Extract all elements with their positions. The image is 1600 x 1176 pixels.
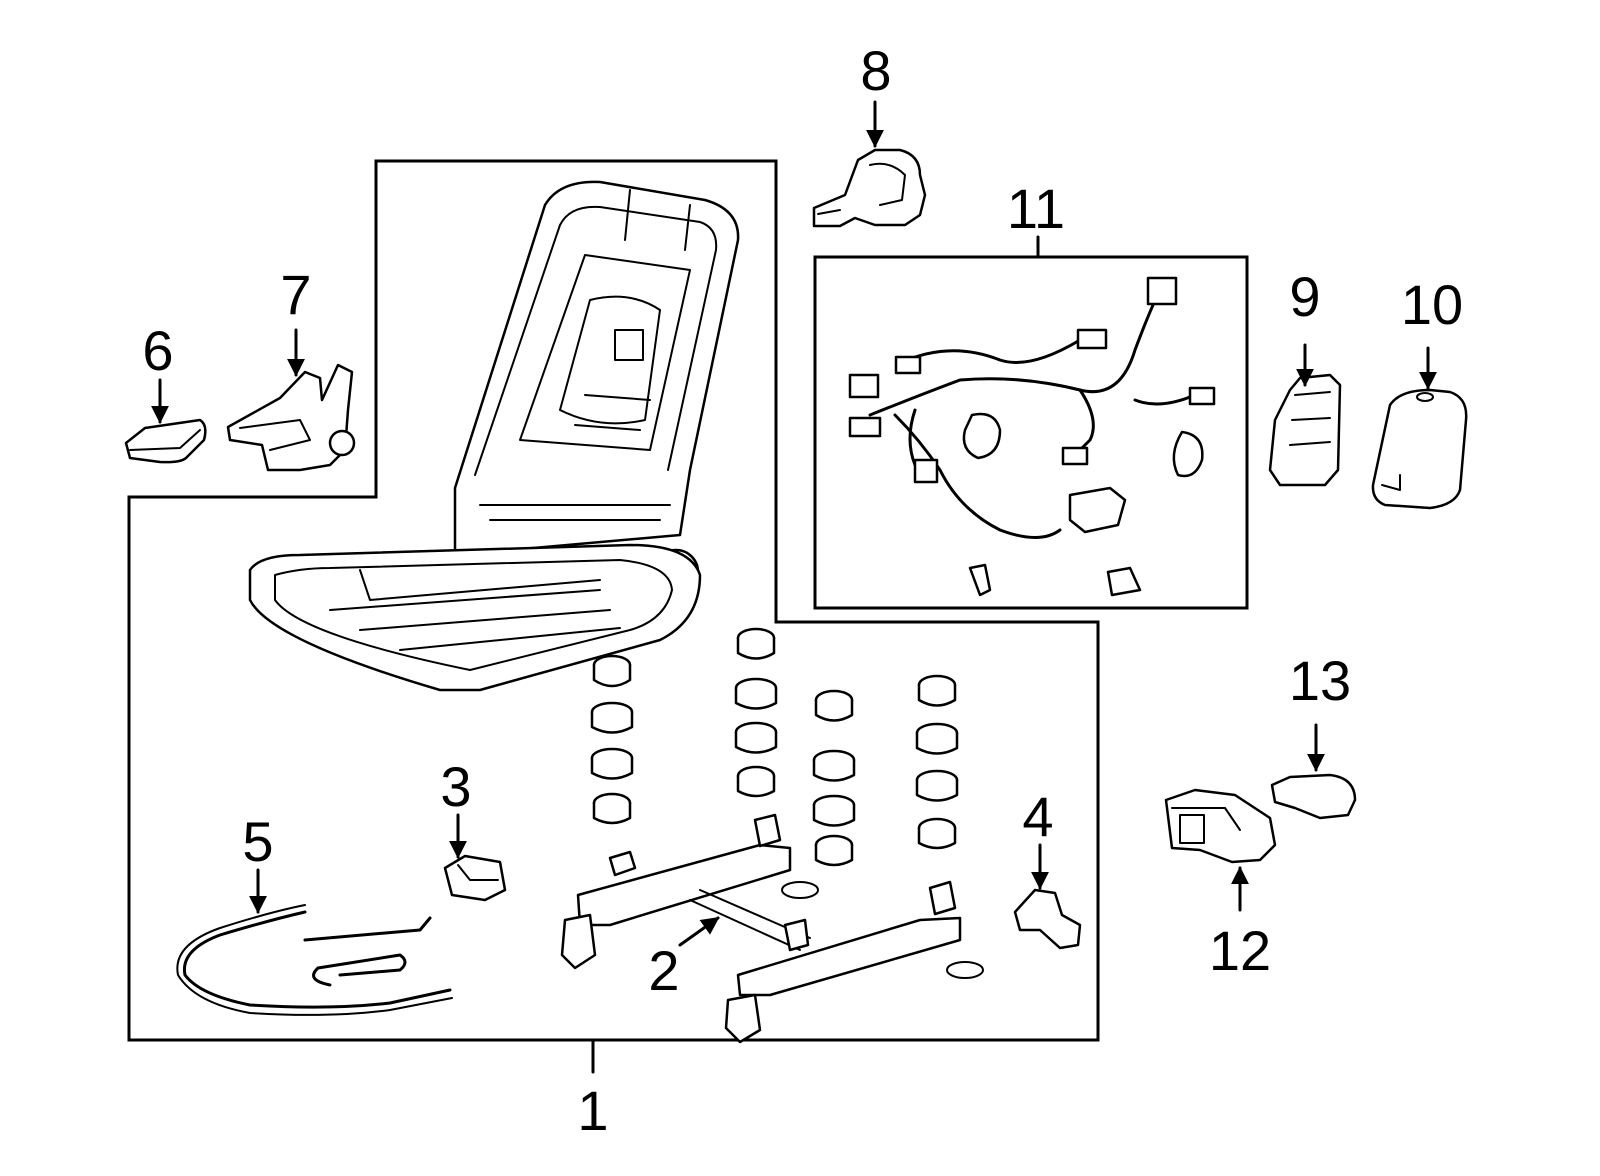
callout-4: 4	[1022, 785, 1053, 848]
part-9-switch	[1268, 373, 1342, 487]
part-6-cover	[124, 418, 207, 464]
part-13-cover	[1270, 773, 1357, 820]
callout-11: 11	[1007, 177, 1065, 240]
part-5-wire	[176, 904, 453, 1016]
leader-2	[678, 916, 720, 947]
callout-9: 9	[1289, 265, 1320, 328]
callout-6: 6	[142, 319, 173, 382]
group-box-item-1	[127, 159, 1100, 1042]
part-3-clip	[443, 854, 507, 902]
part-12-cover	[1164, 788, 1277, 864]
part-4-bracket	[1013, 888, 1082, 950]
callout-2: 2	[648, 939, 679, 1002]
callout-1: 1	[577, 1079, 608, 1142]
callout-3: 3	[440, 755, 471, 818]
part-10-cover	[1371, 388, 1468, 510]
part-8-bracket	[812, 148, 927, 228]
callout-8: 8	[860, 39, 891, 102]
callout-13: 13	[1289, 649, 1351, 712]
part-11-wiring-harness	[848, 276, 1216, 597]
seat-frame	[248, 180, 740, 692]
part-7-bracket	[226, 363, 356, 472]
group-box-item-11	[813, 255, 1249, 610]
callout-5: 5	[242, 810, 273, 873]
callout-7: 7	[280, 263, 311, 326]
part-2-seat-track	[560, 813, 984, 1044]
callout-10: 10	[1401, 273, 1463, 336]
callout-12: 12	[1209, 919, 1271, 982]
bushings	[590, 627, 959, 867]
